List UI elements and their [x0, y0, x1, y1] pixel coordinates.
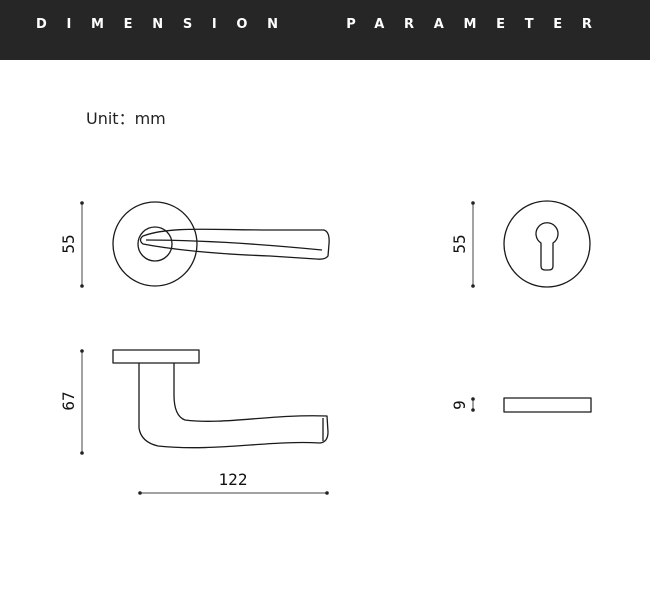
- lever-side-height-dimension: [80, 349, 84, 455]
- rose-front-height-label: 55: [450, 234, 469, 254]
- lever-side-dim-dot-bottom: [80, 451, 84, 455]
- escutcheon-side-plate: [503, 397, 592, 413]
- escutcheon-side-dimension: [471, 397, 475, 412]
- lever-length-label: 122: [218, 470, 248, 489]
- lever-side-rose: [112, 349, 200, 364]
- lever-handle-front: [139, 228, 330, 260]
- escutcheon-dim-dot-top: [471, 201, 475, 205]
- escutcheon-side-view: [503, 397, 592, 413]
- lever-front-dimension: [80, 201, 84, 288]
- lever-front-dim-dot-top: [80, 201, 84, 205]
- lever-side-view: [112, 349, 329, 449]
- lever-front-view: [112, 201, 330, 287]
- escutcheon-dim-dot-bottom: [471, 284, 475, 288]
- keyhole: [535, 222, 559, 271]
- lever-side-handle: [138, 363, 329, 449]
- rose-side-thickness-label: 9: [450, 400, 469, 410]
- unit-label: Unit：mm: [86, 109, 166, 128]
- header-bar: DIMENSION PARAMETER: [0, 0, 650, 60]
- lever-front-dim-dot-bottom: [80, 284, 84, 288]
- lever-handle-ridge: [145, 239, 323, 251]
- lever-side-dim-dot-top: [80, 349, 84, 353]
- lever-rose-inner: [137, 226, 173, 262]
- escutcheon-side-dim-dot-bottom: [471, 408, 475, 412]
- lever-side-height-label: 67: [59, 391, 78, 411]
- lever-rose-outer: [112, 201, 198, 287]
- escutcheon-side-dim-dot-top: [471, 397, 475, 401]
- header-title: DIMENSION PARAMETER: [36, 17, 612, 32]
- lever-length-dim-dot-left: [138, 491, 142, 495]
- lever-front-height-label: 55: [59, 234, 78, 254]
- escutcheon-outer: [503, 200, 591, 288]
- escutcheon-front-view: [503, 200, 591, 288]
- lever-length-dimension: [138, 491, 329, 495]
- escutcheon-front-dimension: [471, 201, 475, 288]
- lever-length-dim-dot-right: [325, 491, 329, 495]
